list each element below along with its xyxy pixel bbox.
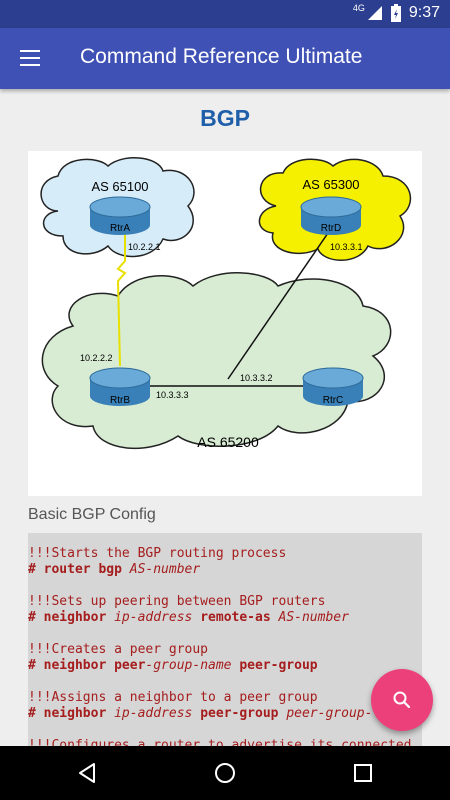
ip-label: 10.3.3.2: [240, 373, 273, 383]
signal-icon: [367, 6, 382, 20]
code-comment: !!!Configures a router to advertise its …: [28, 738, 412, 746]
code-command: # router bgp AS-number: [28, 562, 201, 577]
bgp-topology-diagram: RtrA RtrD RtrB RtrC AS 65100: [28, 151, 422, 496]
menu-icon[interactable]: [20, 50, 40, 68]
as65300-label: AS 65300: [302, 177, 359, 192]
code-comment: !!!Sets up peering between BGP routers: [28, 594, 326, 609]
clock: 9:37: [408, 4, 440, 21]
code-command: # neighbor ip-address peer-group peer-gr…: [28, 706, 373, 721]
link-rtrd-rtrc: [227, 232, 329, 380]
code-command: # neighbor peer-group-name peer-group: [28, 658, 318, 673]
page-title: BGP: [200, 105, 250, 131]
router-rtrc: RtrC: [302, 367, 364, 406]
system-nav-bar: [0, 746, 450, 800]
app-bar: Command Reference Ultimate: [0, 28, 450, 89]
router-rtra: RtrA: [89, 196, 151, 235]
router-rtrd: RtrD: [300, 196, 362, 235]
code-command: # neighbor ip-address remote-as AS-numbe…: [28, 610, 349, 625]
status-icons: 4G 9:37: [352, 3, 440, 22]
home-icon[interactable]: [212, 760, 238, 786]
search-button[interactable]: [371, 669, 433, 731]
status-bar: 4G 9:37: [0, 0, 450, 28]
main-content[interactable]: BGP RtrA: [0, 89, 450, 746]
recents-icon[interactable]: [350, 760, 376, 786]
ip-label: 10.3.3.3: [156, 390, 189, 400]
back-icon[interactable]: [74, 760, 100, 786]
code-comment: !!!Starts the BGP routing process: [28, 546, 287, 561]
as65200-label: AS 65200: [197, 434, 259, 450]
network-type: 4G: [352, 3, 365, 13]
search-icon: [393, 691, 411, 709]
rtrc-label: RtrC: [323, 395, 344, 406]
code-block[interactable]: !!!Starts the BGP routing process # rout…: [28, 533, 422, 746]
ip-label: 10.2.2.2: [80, 353, 113, 363]
rtra-label: RtrA: [110, 223, 130, 234]
rtrb-label: RtrB: [110, 395, 130, 406]
ip-label: 10.2.2.1: [128, 242, 161, 252]
code-comment: !!!Creates a peer group: [28, 642, 209, 657]
app-title: Command Reference Ultimate: [80, 45, 363, 68]
rtrd-label: RtrD: [321, 223, 342, 234]
as65100-label: AS 65100: [91, 179, 148, 194]
router-rtrb: RtrB: [89, 367, 151, 406]
battery-icon: [390, 4, 401, 22]
ip-label: 10.3.3.1: [330, 242, 363, 252]
section-subtitle: Basic BGP Config: [28, 506, 156, 523]
link-rtra-rtrb: [116, 233, 127, 367]
code-comment: !!!Assigns a neighbor to a peer group: [28, 690, 318, 705]
